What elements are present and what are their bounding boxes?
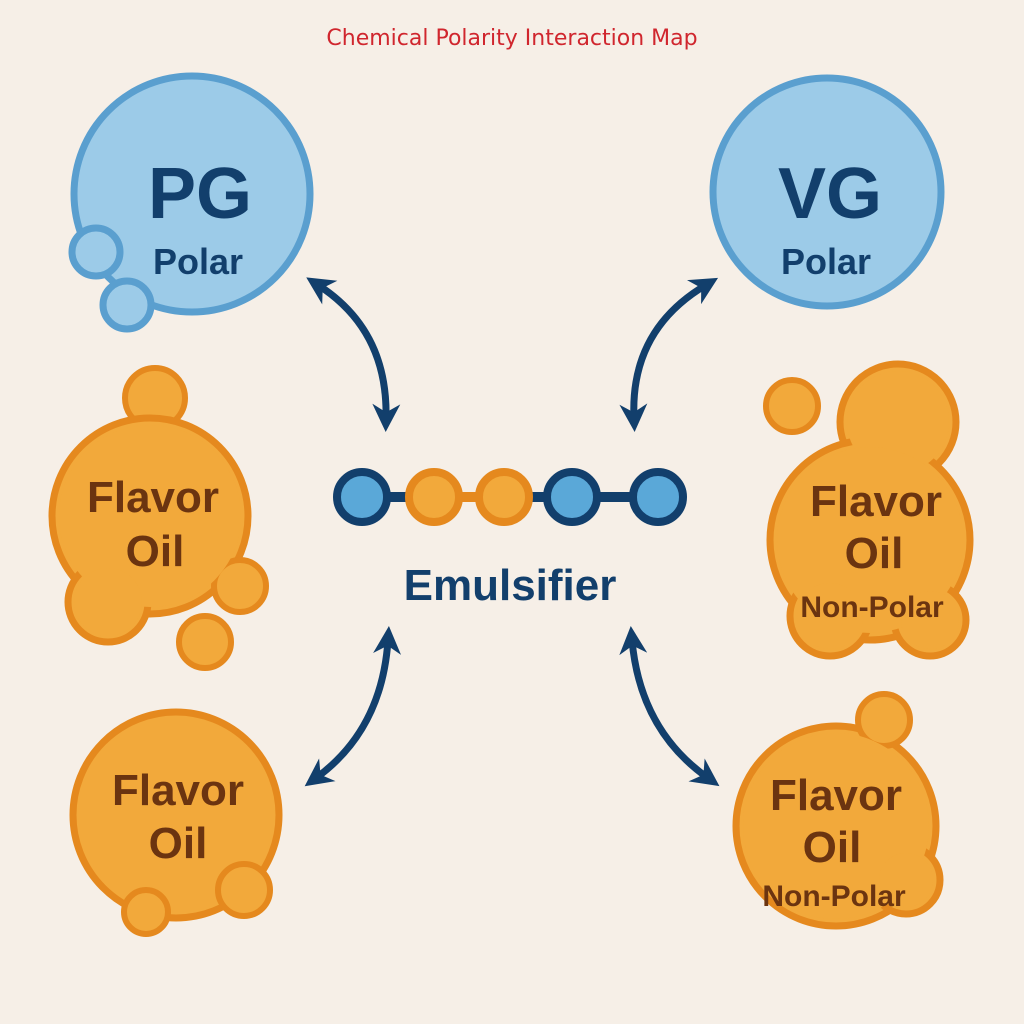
flavor-oil-right-bottom-line2: Oil	[803, 823, 862, 872]
vg-label: VG	[778, 154, 882, 234]
flavor-oil-right-bottom-sublabel: Non-Polar	[762, 880, 906, 913]
emulsifier-label: Emulsifier	[404, 561, 617, 610]
flavor-oil-right-top-node: Flavor Oil Non-Polar	[763, 360, 974, 660]
flavor-oil-right-top-sublabel: Non-Polar	[800, 591, 944, 624]
arrow-vg-emulsifier	[619, 277, 719, 432]
flavor-oil-left-bottom-node: Flavor Oil	[69, 708, 283, 937]
diagram-title: Chemical Polarity Interaction Map	[326, 26, 698, 51]
flavor-oil-left-top-line1: Flavor	[87, 473, 219, 522]
flavor-oil-right-top-line2: Oil	[845, 529, 904, 578]
flavor-oil-left-bottom-line1: Flavor	[112, 766, 244, 815]
vg-node: VG Polar	[709, 74, 945, 310]
flavor-oil-right-bottom-line1: Flavor	[770, 771, 902, 820]
emulsifier-molecule	[333, 468, 687, 526]
vg-sublabel: Polar	[781, 241, 871, 282]
flavor-oil-right-bottom-node: Flavor Oil Non-Polar	[732, 691, 944, 930]
flavor-oil-right-top-line1: Flavor	[810, 477, 942, 526]
flavor-oil-left-top-line2: Oil	[126, 527, 185, 576]
emulsifier-bead-polar	[543, 468, 601, 526]
emulsifier-bead-nonpolar	[405, 468, 463, 526]
arrow-pg-emulsifier	[306, 277, 401, 432]
emulsifier-bead-polar	[333, 468, 391, 526]
arrow-emulsifier-flavor-left-bottom	[304, 626, 402, 787]
emulsifier-bead-polar	[629, 468, 687, 526]
arrow-emulsifier-flavor-right-bottom	[619, 626, 720, 787]
flavor-oil-left-bottom-line2: Oil	[149, 819, 208, 868]
flavor-oil-left-top-node: Flavor Oil	[48, 365, 269, 671]
pg-sublabel: Polar	[153, 241, 243, 282]
emulsifier-bead-nonpolar	[475, 468, 533, 526]
pg-label: PG	[148, 154, 252, 234]
pg-node: PG Polar	[68, 72, 314, 333]
